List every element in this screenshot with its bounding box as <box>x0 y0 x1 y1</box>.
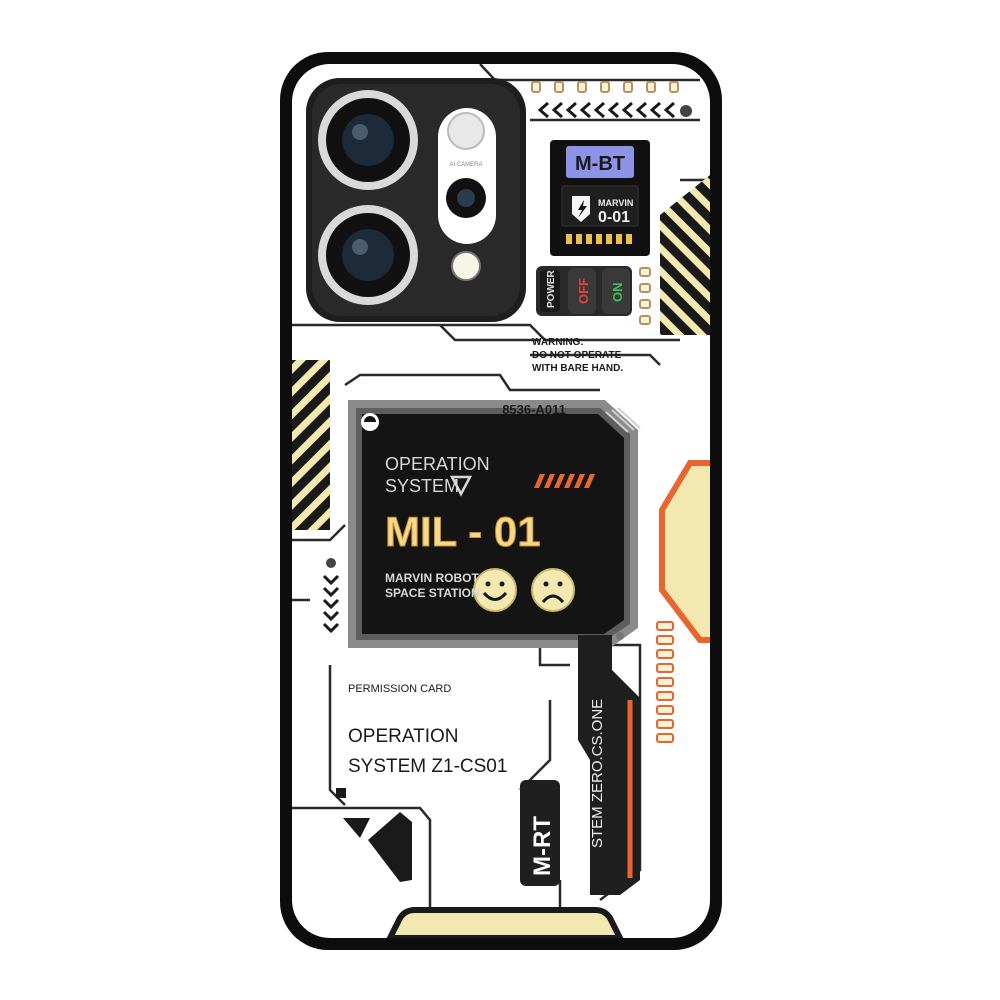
panel-op-line2: SYSTEM <box>385 476 459 496</box>
panel-station-line1: MARVIN ROBOT <box>385 571 479 585</box>
camera-module <box>306 78 526 322</box>
power-on-label: ON <box>610 283 625 303</box>
bottom-yellow-tab <box>385 907 625 938</box>
permission-line1: OPERATION <box>348 726 459 747</box>
badge-title: M-BT <box>575 153 625 175</box>
badge-name: MARVIN <box>598 198 633 208</box>
flash-icon <box>447 112 485 150</box>
black-triangle-shape <box>343 818 370 838</box>
power-off-label: OFF <box>576 278 591 304</box>
mbt-badge <box>550 140 650 256</box>
black-diamond-shape <box>368 812 412 882</box>
panel-serial: 8536-A011 <box>502 402 566 417</box>
warning-line1: WARNING: <box>532 337 584 348</box>
orange-hazard-icon <box>534 474 595 488</box>
mrt-tag <box>520 780 560 886</box>
chevron-column-icon <box>322 574 340 634</box>
chevron-row-icon <box>537 101 675 119</box>
camera-label: AI CAMERA <box>449 162 482 168</box>
hazard-stripes-right <box>660 175 710 335</box>
power-switch <box>536 266 632 316</box>
screw-icon <box>680 105 692 117</box>
panel-station-line2: SPACE STATION <box>385 586 480 600</box>
warning-line3: WITH BARE HAND. <box>532 363 623 374</box>
side-bar-text: STEM ZERO.CS.ONE <box>589 699 606 848</box>
side-bar-panel <box>578 632 640 895</box>
permission-label: PERMISSION CARD <box>348 683 451 695</box>
panel-op-line1: OPERATION <box>385 454 490 474</box>
permission-line2: SYSTEM Z1-CS01 <box>348 756 507 777</box>
screw-icon <box>326 558 336 568</box>
main-screen-frame <box>348 400 641 648</box>
triangle-down-icon <box>449 475 473 497</box>
panel-model: MIL - 01 <box>385 508 541 555</box>
tag-text: M-RT <box>529 816 556 876</box>
orange-indicator-column <box>656 621 674 743</box>
orange-hexagon-panel <box>659 460 710 643</box>
sad-face-icon <box>531 568 575 612</box>
power-label: POWER <box>546 269 557 308</box>
badge-code: 0-01 <box>598 209 630 226</box>
hazard-stripes-left <box>292 360 330 530</box>
warning-line2: DO NOT OPERATE <box>532 350 622 361</box>
indicator-column <box>639 267 651 325</box>
smiley-face-icon <box>473 568 517 612</box>
indicator-dots <box>531 81 679 93</box>
screw-icon <box>616 632 624 640</box>
circuit-lines <box>292 64 710 938</box>
